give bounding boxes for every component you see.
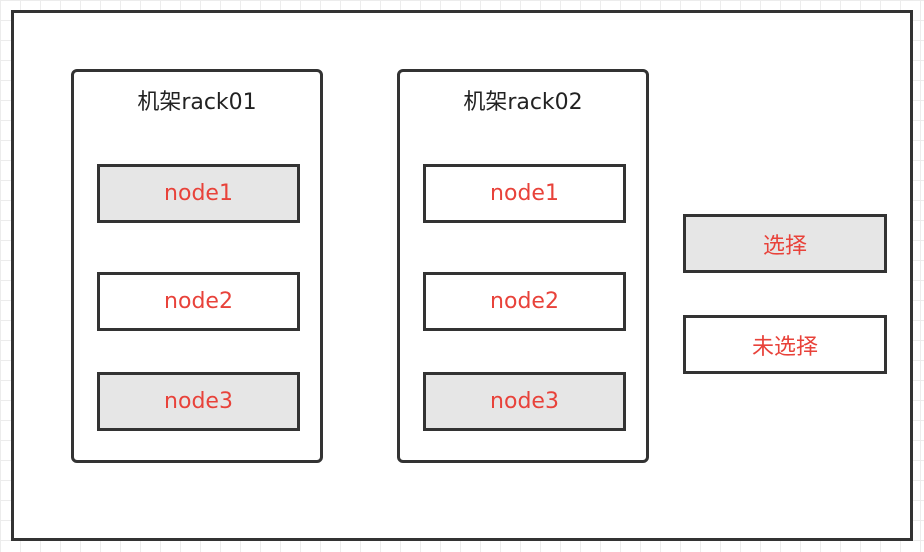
rack-01: 机架rack01 node1 node2 node3	[71, 69, 323, 463]
legend-selected: 选择	[683, 214, 887, 273]
rack-02-node-2: node2	[423, 272, 626, 331]
legend-unselected: 未选择	[683, 315, 887, 374]
rack-01-title: 机架rack01	[137, 90, 257, 115]
rack-01-node-1: node1	[97, 164, 300, 223]
rack-02-title: 机架rack02	[463, 90, 583, 115]
rack-01-node-3: node3	[97, 372, 300, 431]
rack-02-node-1: node1	[423, 164, 626, 223]
rack-02-node-3: node3	[423, 372, 626, 431]
rack-02: 机架rack02 node1 node2 node3	[397, 69, 649, 463]
rack-01-node-2: node2	[97, 272, 300, 331]
